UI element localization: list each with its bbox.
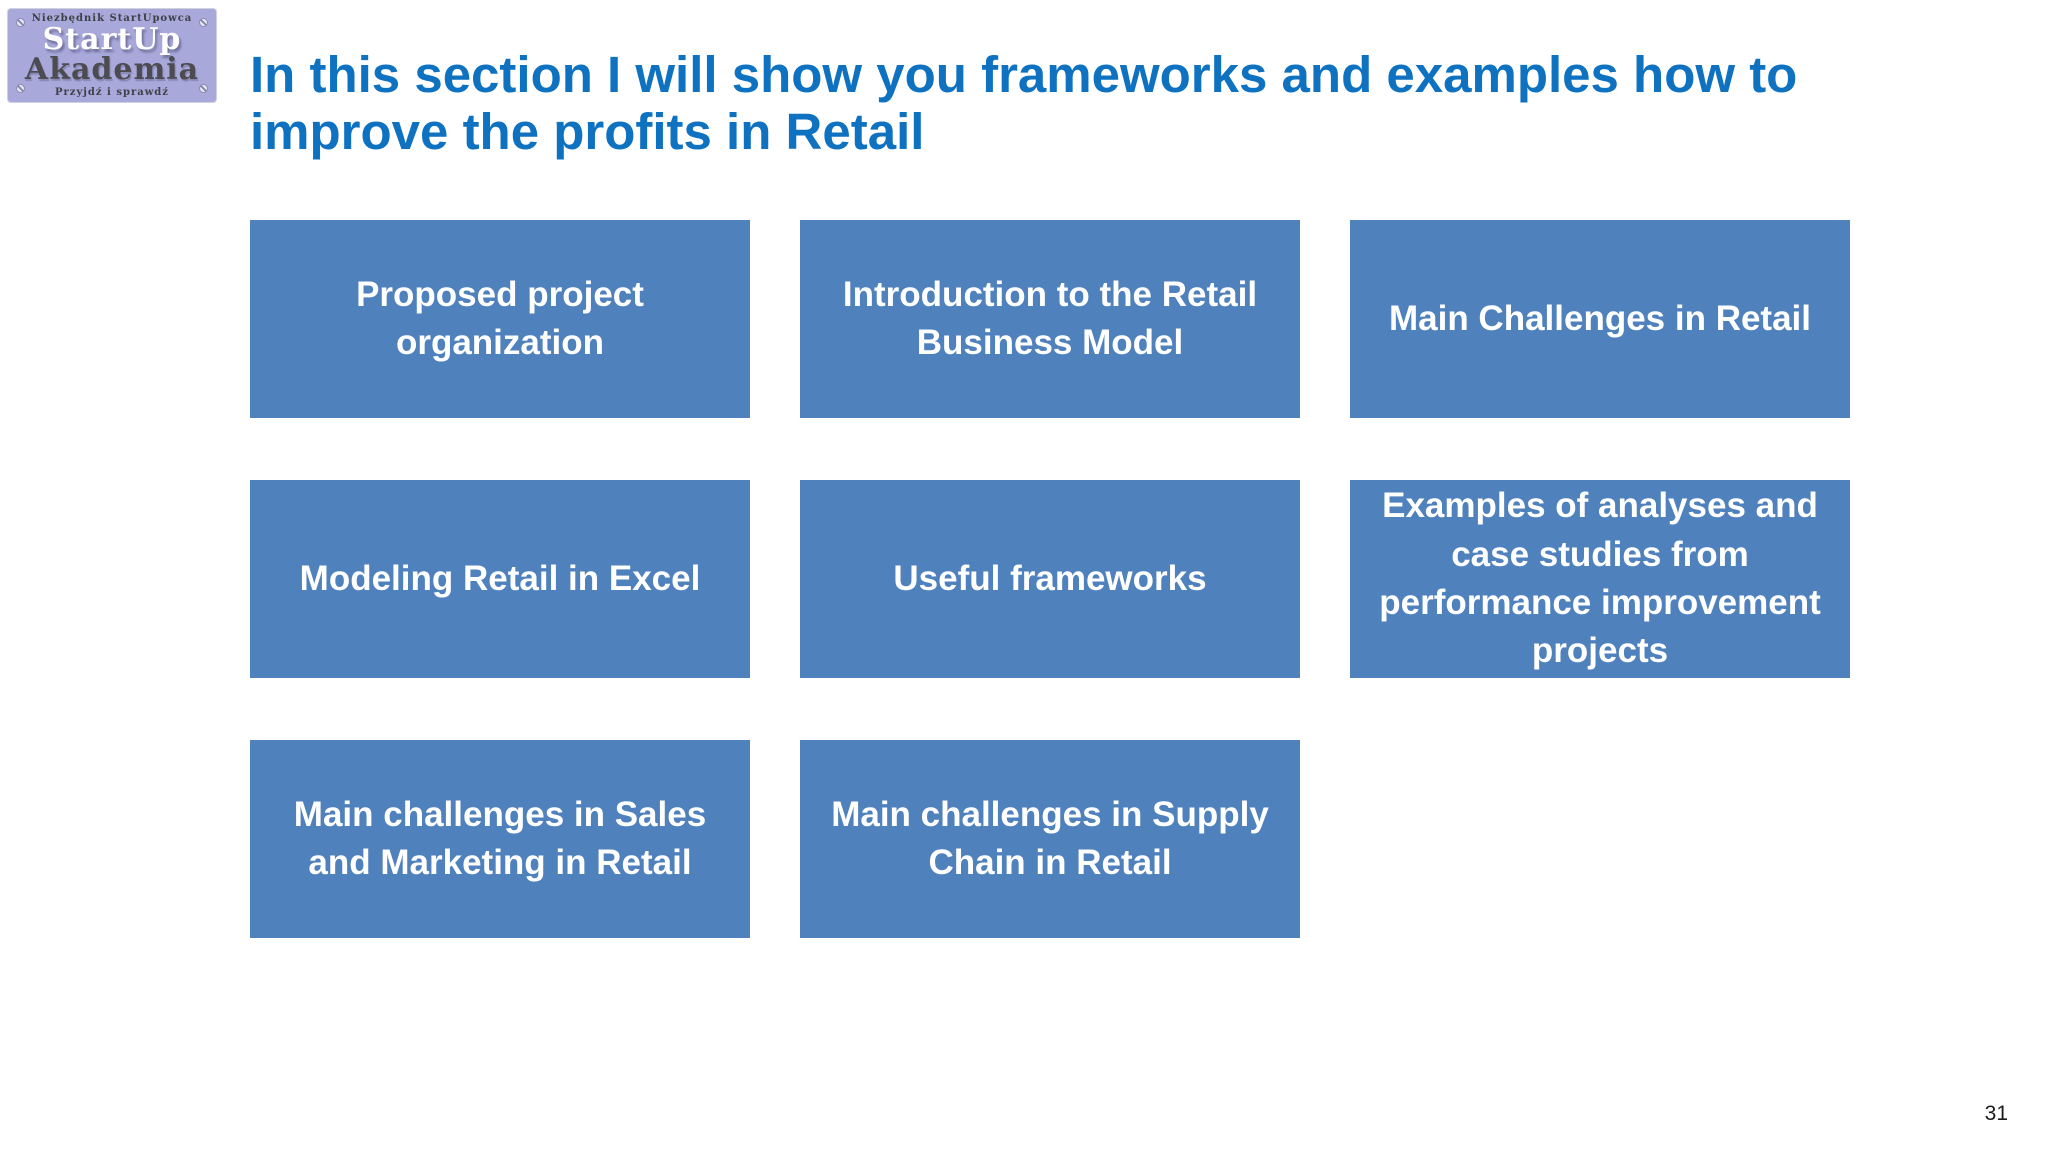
startup-akademia-logo: Niezbędnik StartUpowca StartUp Akademia … xyxy=(8,9,216,102)
logo-tagline-top: Niezbędnik StartUpowca xyxy=(31,13,193,25)
agenda-box-challenges-sales-marketing: Main challenges in Sales and Marketing i… xyxy=(250,740,750,938)
agenda-box-challenges-supply-chain: Main challenges in Supply Chain in Retai… xyxy=(800,740,1300,938)
screw-icon xyxy=(200,85,207,92)
agenda-box-proposed-project-organization: Proposed project organization xyxy=(250,220,750,418)
agenda-box-main-challenges-in-retail: Main Challenges in Retail xyxy=(1350,220,1850,418)
screw-icon xyxy=(200,19,207,26)
screw-icon xyxy=(17,85,24,92)
agenda-box-introduction-retail-business-model: Introduction to the Retail Business Mode… xyxy=(800,220,1300,418)
agenda-box-examples-analyses-case-studies: Examples of analyses and case studies fr… xyxy=(1350,480,1850,678)
agenda-box-useful-frameworks: Useful frameworks xyxy=(800,480,1300,678)
page-title: In this section I will show you framewor… xyxy=(250,46,1798,161)
logo-tagline-bottom: Przyjdź i sprawdź xyxy=(55,86,169,98)
logo-name-line2: Akademia xyxy=(24,51,200,87)
agenda-box-modeling-retail-in-excel: Modeling Retail in Excel xyxy=(250,480,750,678)
logo-name-line1: StartUp xyxy=(42,22,182,58)
screw-icon xyxy=(17,19,24,26)
agenda-grid: Proposed project organization Introducti… xyxy=(250,220,1850,938)
page-number: 31 xyxy=(1984,1102,2008,1125)
